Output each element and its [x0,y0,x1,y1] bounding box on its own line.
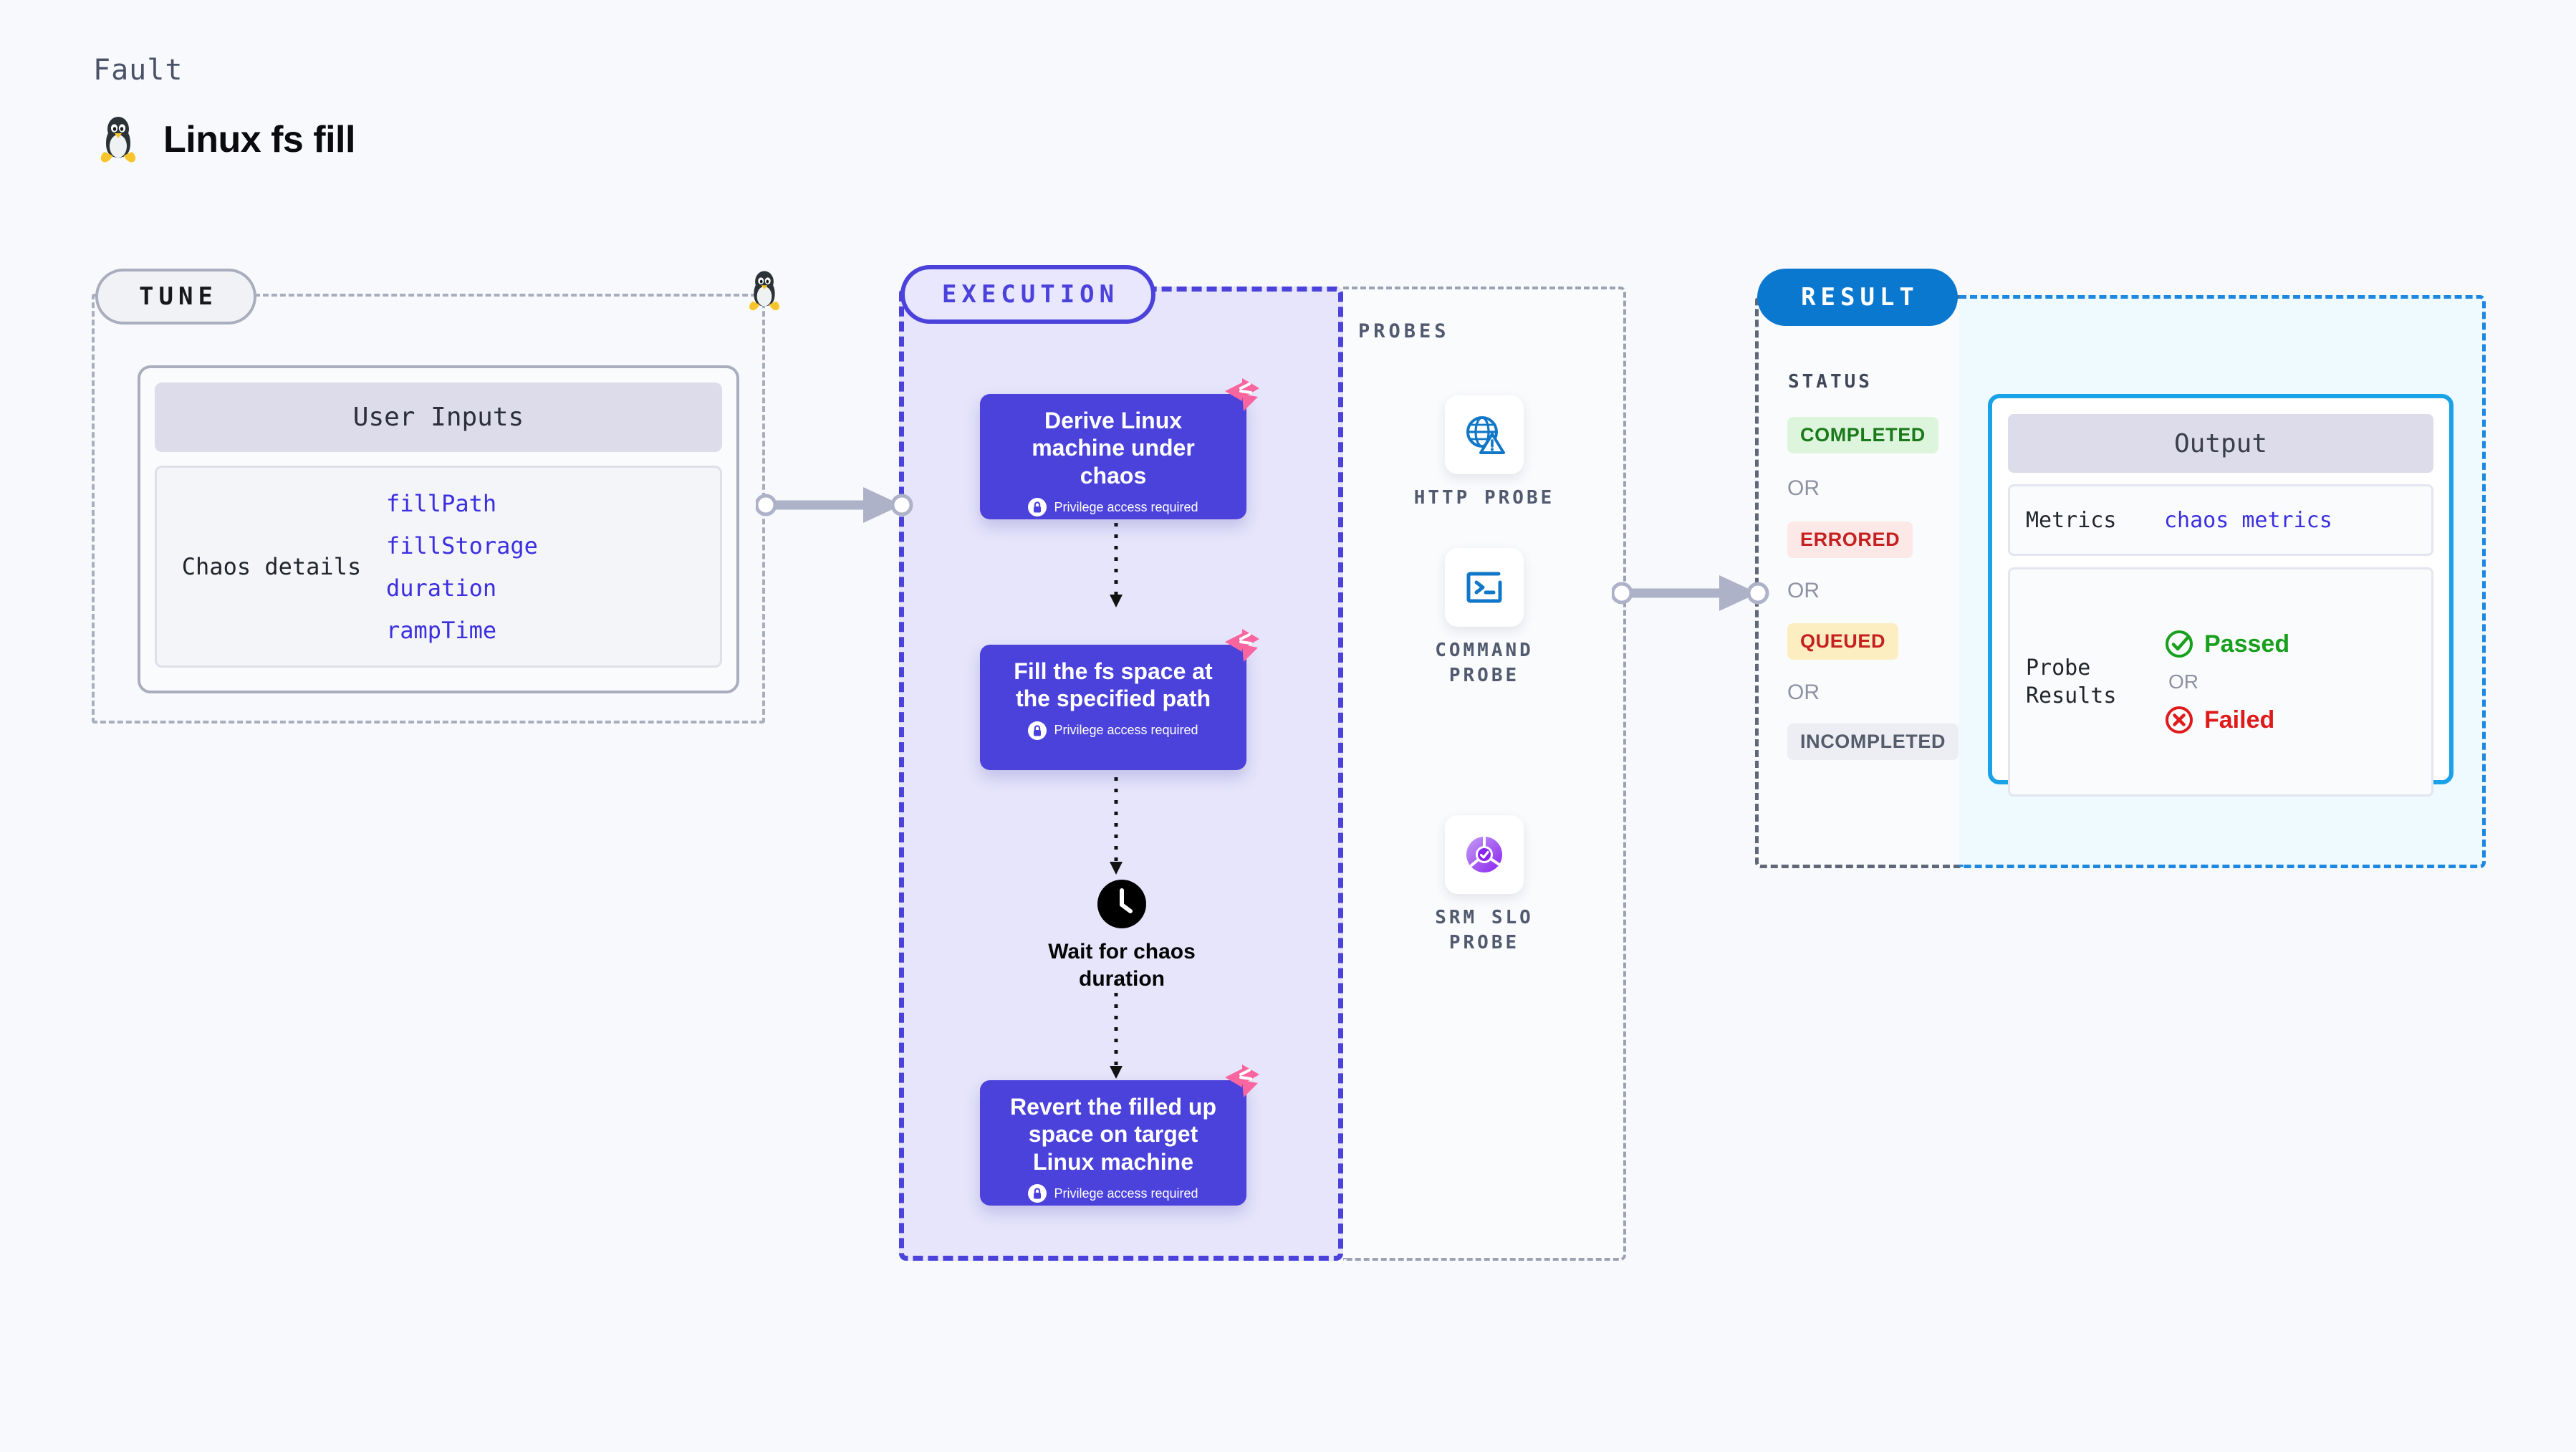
chaos-param-duration[interactable]: duration [386,574,497,602]
terminal-icon [1466,572,1502,603]
user-inputs-card: User Inputs Chaos details fillPath fillS… [138,365,739,693]
privilege-row: Privilege access required [996,498,1231,517]
chaos-param-fillpath[interactable]: fillPath [386,489,497,517]
probe-item-http[interactable]: HTTP PROBE [1398,395,1570,511]
probe-item-command[interactable]: COMMAND PROBE [1398,548,1570,688]
fault-marker-icon [1225,1064,1259,1097]
privilege-note: Privilege access required [1054,499,1198,514]
result-section-label: RESULT [1757,269,1958,326]
execution-node-fill-fs-space[interactable]: Fill the fs space at the specified path … [980,629,1259,770]
page-title: Linux fs fill [163,119,355,160]
privilege-row: Privilege access required [996,1184,1231,1203]
probe-tile [1445,815,1524,894]
output-card: Output Metrics chaos metrics Probe Resul… [1988,394,2454,797]
chaos-details-panel: Chaos details fillPath fillStorage durat… [155,466,722,668]
x-circle-icon [2166,706,2193,734]
probe-label: HTTP PROBE [1413,487,1555,509]
metrics-row: Metrics chaos metrics [2008,484,2433,556]
probe-label: SRM SLO PROBE [1435,907,1534,954]
privilege-row: Privilege access required [996,721,1231,740]
privilege-note: Privilege access required [1054,723,1198,738]
execution-node-title: Revert the filled up space on target Lin… [1009,1094,1217,1175]
execution-node-title: Fill the fs space at the specified path [1014,658,1213,712]
linux-target-marker-icon [746,269,782,317]
status-or-1: OR [1787,476,1820,500]
probe-results-row: Probe Results Passed OR Failed [2008,567,2433,797]
probe-result-or: OR [2168,670,2198,693]
clock-icon [1097,880,1146,928]
check-circle-icon [2166,630,2193,658]
status-label: STATUS [1788,371,1873,393]
metrics-key: Metrics [2026,507,2117,533]
probe-item-srm-slo[interactable]: SRM SLO PROBE [1398,815,1570,956]
connector-wait-to-node4 [1110,981,1123,1079]
status-badge-completed: COMPLETED [1787,417,1938,453]
probe-tile [1445,548,1524,627]
connector-tune-to-execution [756,487,913,523]
execution-node-title: Derive Linux machine under chaos [1032,408,1195,489]
connector-node2-to-wait [1110,777,1123,875]
chaos-param-ramptime[interactable]: rampTime [386,616,497,644]
probe-result-failed: Failed [2164,705,2289,735]
tune-section-label: TUNE [95,269,256,324]
execution-node-title: Wait for chaos duration [1048,940,1196,991]
status-or-3: OR [1787,681,1820,704]
lock-icon [1028,498,1047,517]
probe-result-failed-label: Failed [2204,706,2275,734]
fault-marker-icon [1225,378,1259,411]
status-badge-errored: ERRORED [1787,521,1913,558]
slo-donut-check-icon [1466,837,1502,872]
status-or-2: OR [1787,579,1820,602]
linux-tux-icon [97,115,139,165]
probe-result-passed-label: Passed [2204,630,2290,658]
page-eyebrow-fault: Fault [93,54,183,87]
execution-node-revert-space[interactable]: Revert the filled up space on target Lin… [980,1064,1259,1206]
privilege-note: Privilege access required [1054,1186,1198,1201]
probe-label: COMMAND PROBE [1435,640,1534,687]
probe-results-key: Probe Results [2026,655,2117,708]
chaos-param-fillstorage[interactable]: fillStorage [386,532,538,559]
execution-node-wait-for-duration[interactable]: Wait for chaos duration [1032,880,1211,992]
chaos-details-label: Chaos details [181,553,362,580]
chaos-param-list: fillPath fillStorage duration rampTime [386,490,538,644]
execution-node-derive-machine[interactable]: Derive Linux machine under chaos Privile… [980,378,1259,519]
page-title-row: Linux fs fill [97,115,355,165]
output-card-header: Output [2008,414,2433,473]
probes-section-label: PROBES [1358,320,1450,342]
lock-icon [1028,721,1047,740]
probe-tile [1445,395,1524,474]
connector-probes-to-result [1612,575,1769,611]
lock-icon [1028,1184,1047,1203]
probe-result-passed: Passed [2164,629,2289,659]
probe-results-values: Passed OR Failed [2164,629,2289,735]
fault-marker-icon [1225,629,1259,662]
globe-warning-icon [1466,416,1505,454]
result-section-container [1755,295,1963,868]
connector-node1-to-node2 [1110,523,1123,607]
user-inputs-card-header: User Inputs [155,383,722,452]
metrics-value[interactable]: chaos metrics [2164,507,2332,533]
status-badge-queued: QUEUED [1787,623,1899,660]
execution-section-label: EXECUTION [900,265,1155,324]
status-badge-incompleted: INCOMPLETED [1787,723,1959,760]
